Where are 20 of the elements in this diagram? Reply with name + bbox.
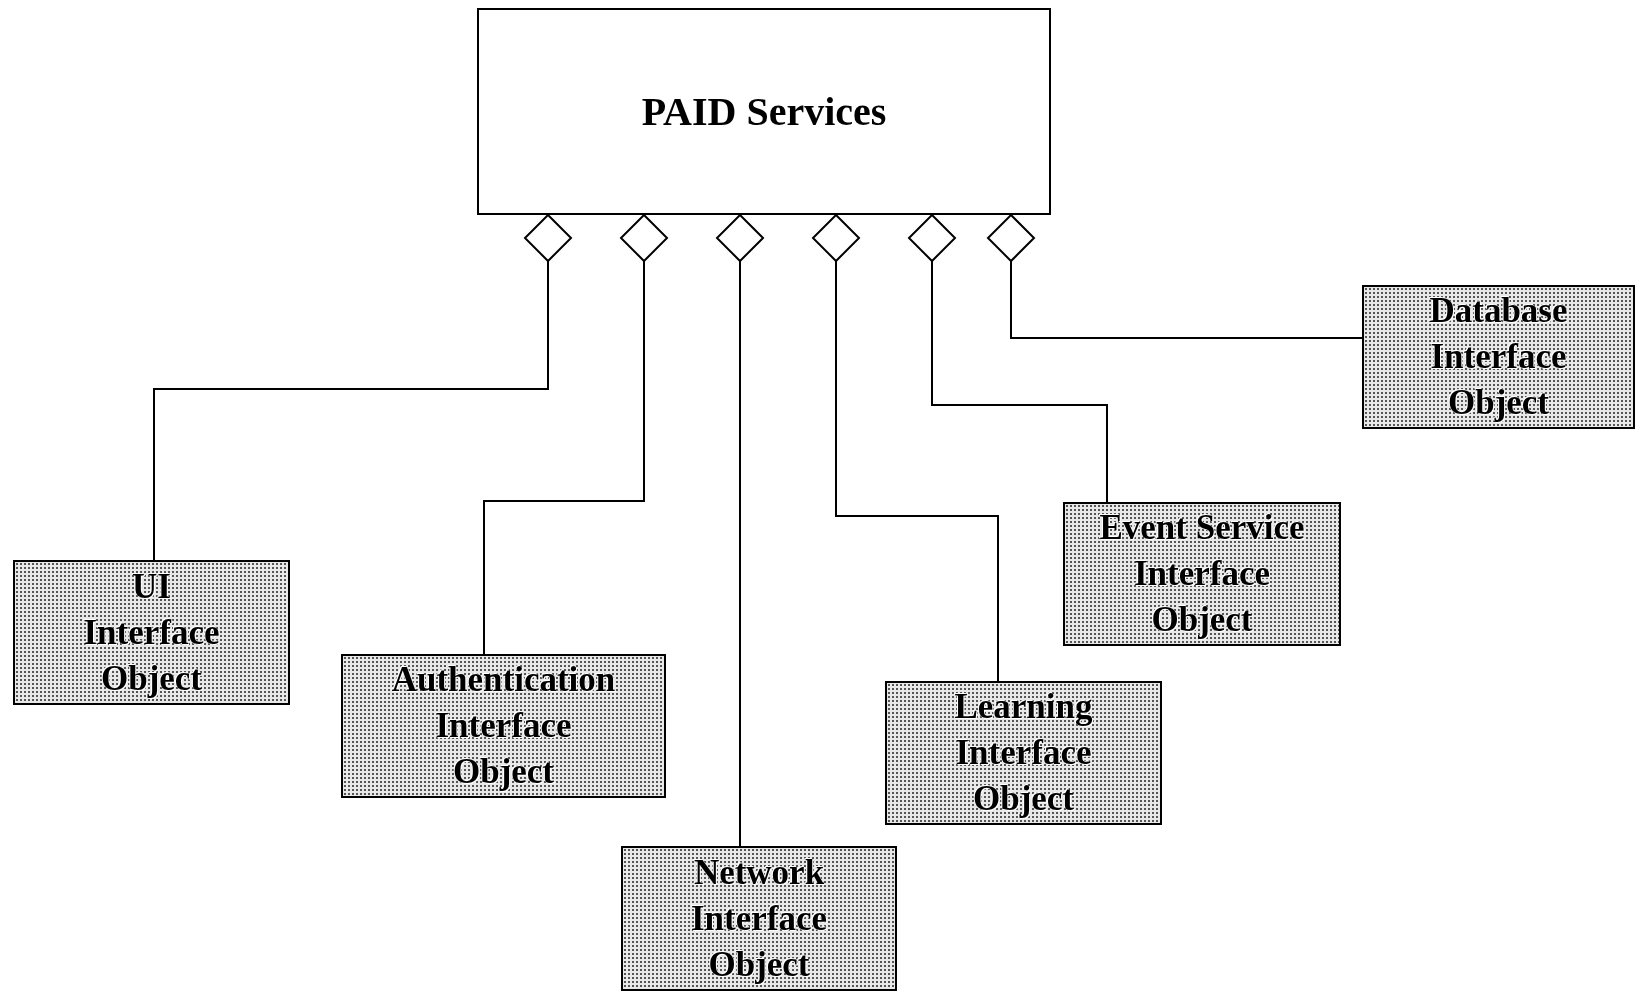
interface-object-box xyxy=(1362,285,1635,429)
box-label: UI Interface Object xyxy=(82,565,221,700)
interface-object-box xyxy=(621,846,897,991)
system-box xyxy=(477,8,1051,215)
interface-object-box xyxy=(885,681,1162,825)
aggregation-connector xyxy=(716,214,764,847)
aggregation-connector xyxy=(812,214,999,682)
box-label: PAID Services xyxy=(641,87,887,136)
interface-object-box xyxy=(13,560,290,705)
aggregation-connector xyxy=(987,214,1363,339)
box-label: Learning Interface Object xyxy=(953,686,1094,820)
box-label: Database Interface Object xyxy=(1428,290,1569,424)
interface-object-box xyxy=(1063,502,1341,646)
box-label: Network Interface Object xyxy=(689,851,828,986)
aggregation-connector xyxy=(153,214,572,561)
interface-object-box xyxy=(341,654,666,798)
box-label: Event Service Interface Object xyxy=(1098,507,1306,641)
box-label: Authentication Interface Object xyxy=(391,659,616,793)
aggregation-connector xyxy=(908,214,1108,503)
aggregation-connector xyxy=(483,214,668,655)
